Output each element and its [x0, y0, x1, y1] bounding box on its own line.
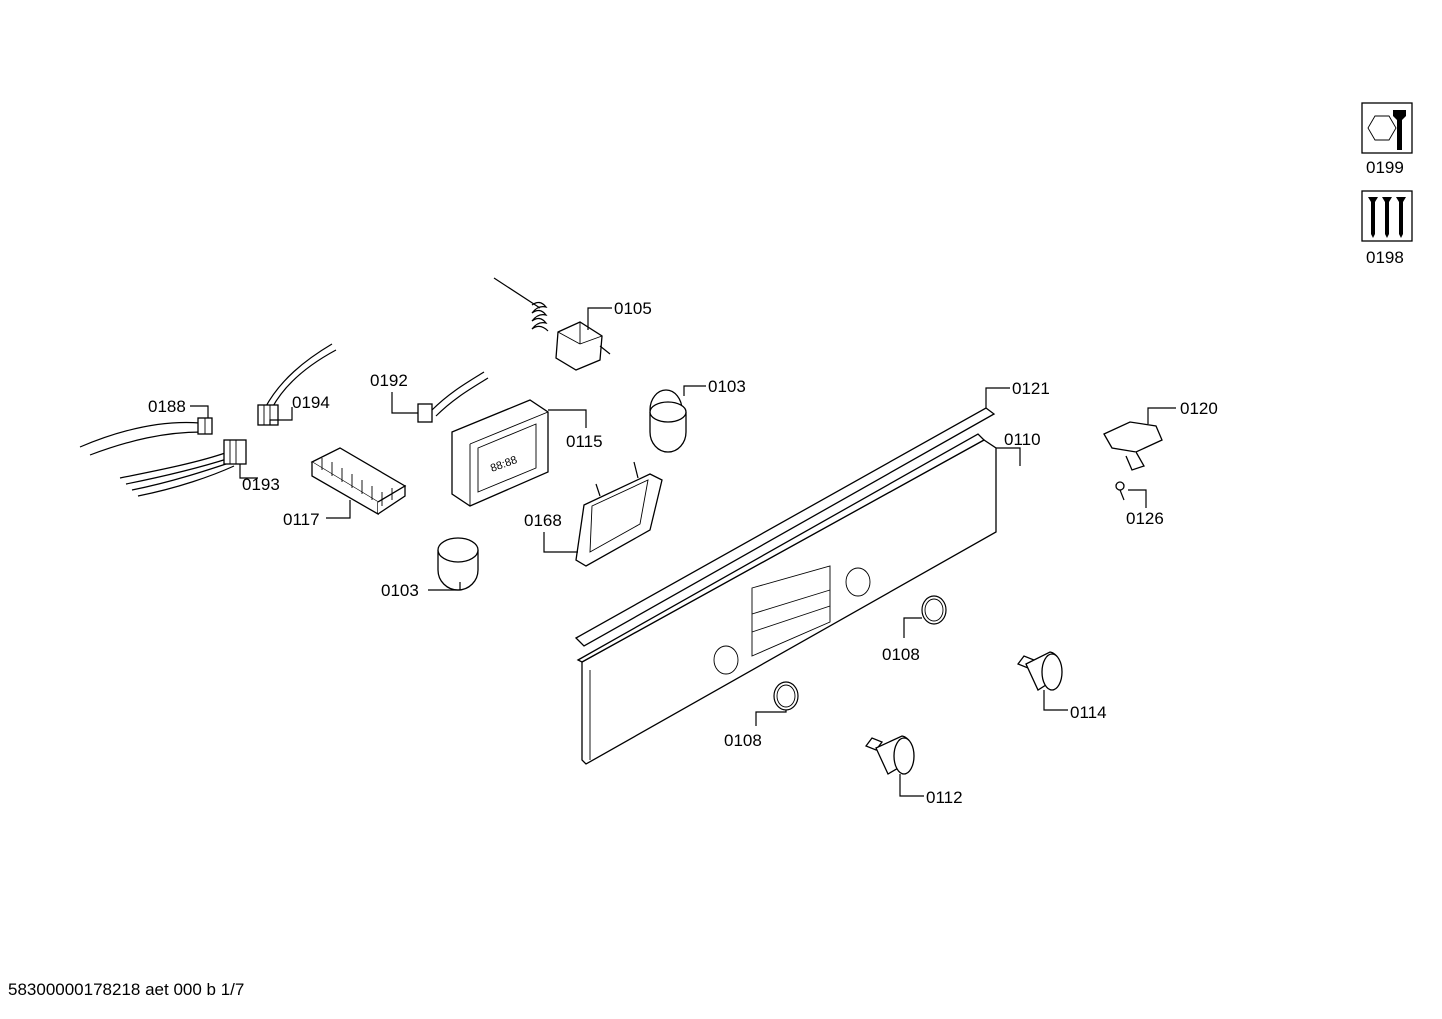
- part-0103-knob-housing-top: [649, 385, 706, 453]
- label-0121: 0121: [1012, 379, 1050, 398]
- part-0193-wire-harness: [119, 439, 258, 497]
- part-0108-ring-left: [755, 681, 799, 726]
- label-0117: 0117: [283, 510, 320, 529]
- label-0168: 0168: [524, 511, 562, 530]
- part-0120-bracket: [1103, 407, 1176, 471]
- part-0194-cable: [257, 343, 337, 426]
- part-0117-terminal-block: [310, 447, 407, 519]
- label-0199: 0199: [1366, 158, 1404, 177]
- label-0105: 0105: [614, 299, 652, 318]
- label-0110: 0110: [1004, 430, 1041, 449]
- part-0192-connector: [391, 371, 489, 423]
- part-0112-knob: [864, 735, 924, 797]
- footer-document-id: 58300000178218 aet 000 b 1/7: [8, 980, 245, 999]
- label-0193: 0193: [242, 475, 280, 494]
- part-0115-display-module: 88:88: [451, 399, 587, 507]
- label-0126: 0126: [1126, 509, 1164, 528]
- part-0188-wire-connector: [79, 405, 213, 456]
- part-0105-thermostat: [493, 277, 612, 371]
- label-0120: 0120: [1180, 399, 1218, 418]
- label-0192: 0192: [370, 371, 408, 390]
- label-0103-top: 0103: [708, 377, 746, 396]
- part-0126-screw: [1115, 481, 1147, 508]
- label-0188: 0188: [148, 397, 186, 416]
- label-0114: 0114: [1070, 703, 1107, 722]
- label-0115: 0115: [566, 432, 603, 451]
- label-0108-right: 0108: [882, 645, 920, 664]
- nut-wrench-icon: [1361, 102, 1413, 154]
- label-0108-left: 0108: [724, 731, 762, 750]
- part-0110-control-panel: [576, 433, 1021, 765]
- part-0114-knob: [1016, 651, 1068, 711]
- part-0168-frame: [543, 461, 663, 567]
- label-0103-bottom: 0103: [381, 581, 419, 600]
- screws-icon: [1361, 190, 1413, 242]
- label-0112: 0112: [926, 788, 963, 807]
- part-0108-ring-right: [903, 595, 947, 638]
- label-0198: 0198: [1366, 248, 1404, 267]
- part-0103-knob-housing-bottom: [428, 537, 479, 591]
- part-0121-trim-strip: [574, 387, 1010, 647]
- label-0194: 0194: [292, 393, 330, 412]
